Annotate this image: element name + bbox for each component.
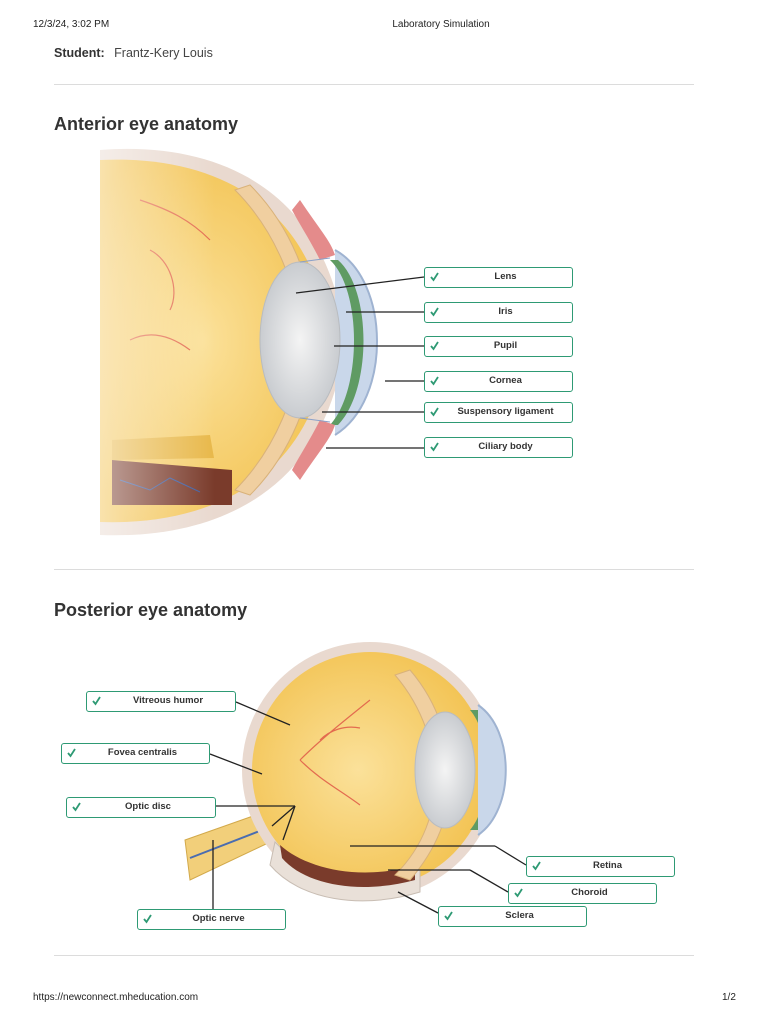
check-icon	[430, 270, 439, 283]
label-ciliary-body[interactable]: Ciliary body	[424, 437, 573, 458]
check-icon	[444, 909, 453, 922]
label-optic-nerve[interactable]: Optic nerve	[137, 909, 286, 930]
label-text: Cornea	[439, 372, 572, 390]
divider	[54, 569, 694, 570]
label-lens[interactable]: Lens	[424, 267, 573, 288]
label-text: Vitreous humor	[101, 692, 235, 710]
label-vitreous-humor[interactable]: Vitreous humor	[86, 691, 236, 712]
label-cornea[interactable]: Cornea	[424, 371, 573, 392]
check-icon	[430, 440, 439, 453]
label-sclera[interactable]: Sclera	[438, 906, 587, 927]
section-title-anterior: Anterior eye anatomy	[54, 114, 238, 135]
check-icon	[430, 374, 439, 387]
check-icon	[72, 800, 81, 813]
divider	[54, 84, 694, 85]
check-icon	[532, 859, 541, 872]
label-choroid[interactable]: Choroid	[508, 883, 657, 904]
check-icon	[67, 746, 76, 759]
label-suspensory-ligament[interactable]: Suspensory ligament	[424, 402, 573, 423]
student-label: Student:	[54, 46, 105, 60]
section-title-posterior: Posterior eye anatomy	[54, 600, 247, 621]
label-text: Choroid	[523, 884, 656, 902]
label-retina[interactable]: Retina	[526, 856, 675, 877]
label-text: Suspensory ligament	[439, 403, 572, 421]
label-text: Ciliary body	[439, 438, 572, 456]
footer-page-number: 1/2	[722, 992, 736, 1003]
label-text: Optic nerve	[152, 910, 285, 928]
label-text: Lens	[439, 268, 572, 286]
check-icon	[514, 886, 523, 899]
label-text: Iris	[439, 303, 572, 321]
check-icon	[430, 305, 439, 318]
footer-url: https://newconnect.mheducation.com	[33, 992, 198, 1003]
label-optic-disc[interactable]: Optic disc	[66, 797, 216, 818]
check-icon	[430, 405, 439, 418]
label-pupil[interactable]: Pupil	[424, 336, 573, 357]
anterior-eye-diagram	[0, 140, 768, 550]
divider	[54, 955, 694, 956]
check-icon	[92, 694, 101, 707]
student-name: Frantz-Kery Louis	[114, 46, 213, 60]
check-icon	[430, 339, 439, 352]
label-text: Sclera	[453, 907, 586, 925]
student-info: Student: Frantz-Kery Louis	[54, 46, 213, 60]
page-title: Laboratory Simulation	[0, 19, 768, 30]
label-text: Fovea centralis	[76, 744, 209, 762]
label-iris[interactable]: Iris	[424, 302, 573, 323]
check-icon	[143, 912, 152, 925]
label-text: Optic disc	[81, 798, 215, 816]
label-fovea-centralis[interactable]: Fovea centralis	[61, 743, 210, 764]
label-text: Pupil	[439, 337, 572, 355]
label-text: Retina	[541, 857, 674, 875]
